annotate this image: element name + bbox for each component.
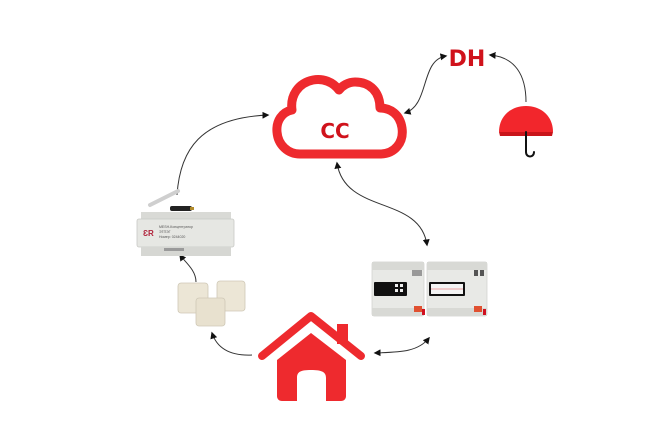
edge-sensors-to-concentrator	[179, 253, 197, 283]
cloud-node[interactable]: CC	[272, 75, 407, 159]
edge-cloud-controller	[334, 161, 430, 247]
cloud-icon	[272, 75, 407, 159]
cloud-label: CC	[320, 119, 349, 143]
sensor-icon	[195, 297, 226, 327]
edge-umbrella-to-dh	[488, 51, 527, 103]
edges	[176, 51, 527, 357]
device-text-line-2: ЭТПЭГ	[159, 230, 171, 234]
sensor-group[interactable]	[177, 280, 246, 327]
brand-mark: ƐR	[143, 229, 154, 238]
edge-controller-home	[373, 336, 430, 357]
device-text-line-1: MESH-Концентратор	[159, 225, 193, 229]
edge-cloud-dh	[403, 53, 448, 115]
umbrella-icon[interactable]	[499, 106, 553, 158]
home-icon[interactable]	[258, 312, 365, 401]
dh-label[interactable]: DH	[449, 47, 486, 72]
concentrator-device[interactable]: ƐR MESH-Концентратор ЭТПЭГ Номер: 024402…	[136, 189, 235, 256]
edge-home-to-sensors	[210, 331, 253, 356]
antenna-icon	[148, 189, 180, 207]
plc-controller[interactable]	[371, 261, 488, 317]
edge-concentrator-to-cloud	[176, 111, 270, 196]
device-text-line-3: Номер: 0244020	[159, 235, 185, 239]
